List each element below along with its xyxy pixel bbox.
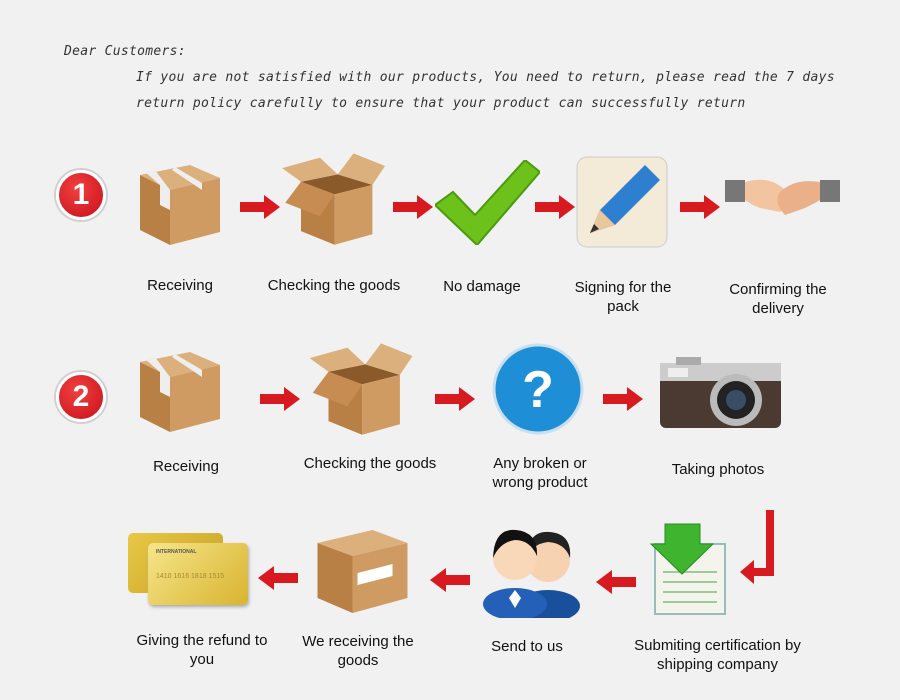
pencil-sign-icon — [576, 156, 668, 248]
camera-icon — [660, 357, 781, 428]
step-label: We receiving the goods — [302, 633, 414, 669]
arrow-right-icon — [603, 387, 643, 411]
step-label: Taking photos — [671, 461, 765, 478]
step-number-1: 1 — [56, 170, 106, 220]
open-box-icon — [275, 145, 390, 250]
step-label: Giving the refund to you — [136, 632, 268, 668]
closed-box-icon — [130, 337, 230, 437]
step-number-2: 2 — [56, 372, 106, 422]
arrow-right-icon — [680, 195, 720, 219]
card-brand: INTERNATIONAL — [156, 549, 197, 555]
checkmark-icon — [435, 160, 540, 245]
step-label: Submiting certification by shipping comp… — [634, 637, 801, 673]
step-label: Confirming the delivery — [729, 281, 827, 317]
svg-text:?: ? — [522, 361, 554, 419]
credit-card-icon: INTERNATIONAL 1410 1616 1818 1515 — [128, 528, 268, 608]
shipped-box-icon — [317, 530, 408, 613]
step-label: Checking the goods — [267, 277, 401, 294]
question-mark-icon: ? — [492, 343, 584, 435]
arrow-right-icon — [240, 195, 280, 219]
step-label: Any broken or wrong product — [492, 455, 588, 491]
step-label: Receiving — [147, 277, 213, 294]
closed-box-icon — [130, 150, 230, 250]
step-label: Send to us — [491, 638, 563, 655]
arrow-right-icon — [260, 387, 300, 411]
arrow-left-icon — [258, 566, 298, 590]
intro-line-1: If you are not satisfied with our produc… — [136, 70, 835, 85]
arrow-left-icon — [430, 568, 470, 592]
open-box-icon — [300, 335, 420, 440]
handshake-icon — [725, 179, 840, 215]
arrow-right-icon — [435, 387, 475, 411]
arrow-right-icon — [393, 195, 433, 219]
arrow-left-icon — [596, 570, 636, 594]
step-label: Signing for the pack — [574, 279, 672, 315]
customer-service-icon — [483, 529, 580, 618]
step-label: Receiving — [153, 458, 219, 475]
arrow-right-icon — [535, 195, 575, 219]
step-label: No damage — [443, 278, 521, 295]
document-download-icon — [649, 523, 726, 615]
greeting: Dear Customers: — [64, 44, 186, 59]
intro-line-2: return policy carefully to ensure that y… — [136, 96, 746, 111]
card-number: 1410 1616 1818 1515 — [156, 573, 225, 580]
step-label: Checking the goods — [303, 455, 437, 472]
arrow-down-left-icon — [740, 510, 774, 584]
